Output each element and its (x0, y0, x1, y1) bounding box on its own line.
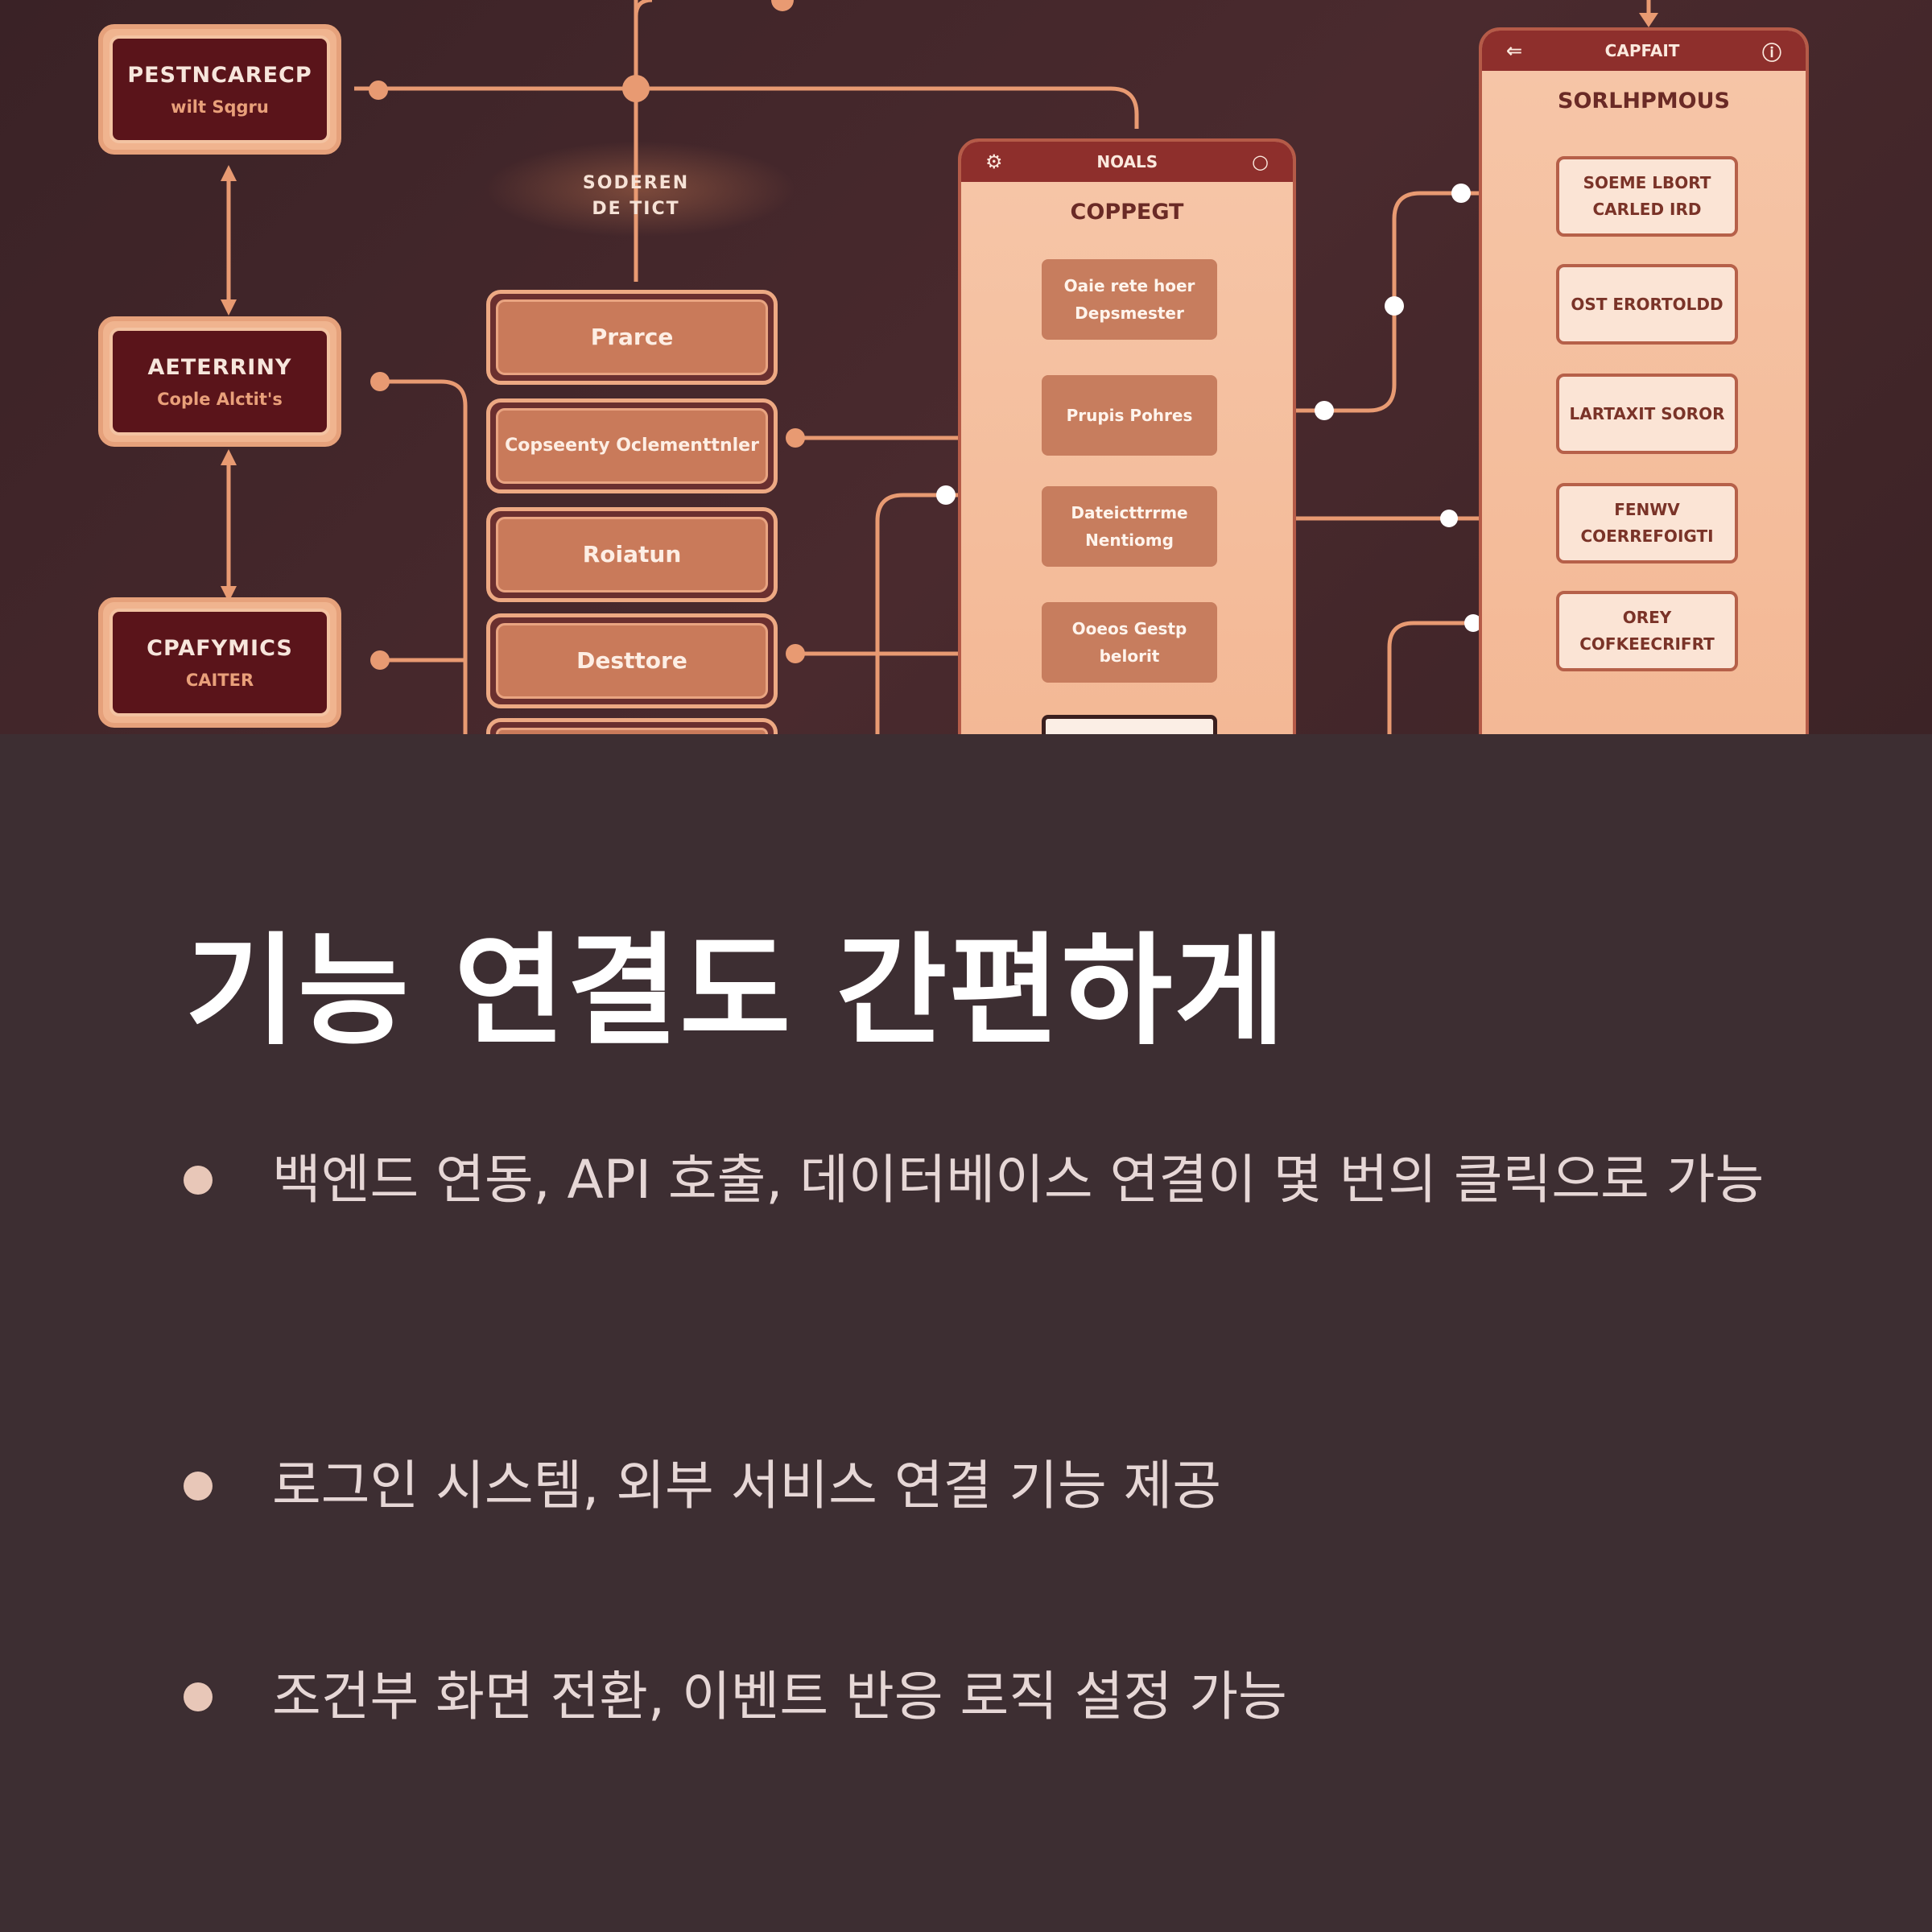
process-node-label: Desttore (496, 623, 768, 699)
circle-icon: ○ (1252, 151, 1269, 173)
bullet-dot (184, 1682, 213, 1711)
bullet-dot (184, 1166, 213, 1195)
phone-button[interactable]: Prupis Pohres (1042, 375, 1217, 456)
arrow-down-head (1639, 13, 1658, 27)
left-node: PESTNCARECP wilt Sqgru (98, 24, 341, 155)
process-node: Prarce (486, 290, 778, 385)
page-title: 기능 연결도 간편하게 (185, 922, 1287, 1062)
phone-header-title: NOALS (1096, 152, 1158, 171)
phone-button[interactable]: LARTAXIT SOROR (1556, 374, 1738, 454)
glow-label-line: DE TICT (592, 199, 680, 219)
phone-button[interactable]: OST ERORTOLDD (1556, 264, 1738, 345)
junction-node (1315, 401, 1334, 420)
feature-description: 기능 연결도 간편하게 백엔드 연동, API 호출, 데이터베이스 연결이 몇… (0, 734, 1932, 1932)
left-node-subtitle: CAITER (185, 670, 254, 690)
junction-node (786, 644, 805, 663)
connector-line (634, 0, 653, 17)
junction-node (622, 75, 650, 102)
arrow-up-head (221, 449, 237, 465)
phone-header-title: CAPFAIT (1604, 41, 1680, 60)
junction-node (786, 428, 805, 448)
process-node: Desttore (486, 613, 778, 708)
junction-node (369, 80, 388, 100)
settings-icon: ⚙ (985, 151, 1003, 173)
bullet-text: 로그인 시스템, 외부 서비스 연결 기능 제공 (272, 1455, 1222, 1517)
phone-button[interactable]: Ooeos Gestp belorit (1042, 602, 1217, 683)
info-icon: ⓘ (1761, 41, 1781, 64)
left-node-inner: PESTNCARECP wilt Sqgru (109, 35, 330, 143)
bullet-dot (184, 1472, 213, 1501)
phone-screen-right: ⇐ CAPFAIT ⓘ SORLHPMOUS SOEME LBORT CARLE… (1479, 27, 1809, 734)
junction-node (370, 650, 390, 670)
phone-header: ⇐ CAPFAIT ⓘ (1482, 31, 1806, 71)
left-node-inner: AETERRINY Cople Alctit's (109, 328, 330, 436)
glow-highlight (483, 141, 797, 237)
phone-header: ⚙ NOALS ○ (961, 142, 1293, 182)
arrow-up-head (221, 165, 237, 181)
junction-node (370, 372, 390, 391)
bullet-text: 조건부 화면 전환, 이벤트 반응 로직 설정 가능 (272, 1666, 1287, 1728)
process-node-partial (486, 718, 778, 734)
process-node-label (496, 728, 768, 734)
connector-line (380, 379, 468, 734)
junction-node (936, 485, 956, 505)
phone-button-partial[interactable] (1042, 715, 1217, 734)
left-node-title: CPAFYMICS (147, 635, 293, 661)
process-node: Roiatun (486, 507, 778, 602)
left-node: CPAFYMICS CAITER (98, 597, 341, 728)
left-node-title: PESTNCARECP (127, 62, 312, 88)
phone-button[interactable]: Oaie rete hoer Depsmester (1042, 259, 1217, 340)
connector-line (354, 86, 1139, 129)
phone-title: COPPEGT (1070, 200, 1184, 225)
phone-title: SORLHPMOUS (1558, 89, 1730, 114)
back-arrow-icon: ⇐ (1506, 39, 1523, 62)
arrow-down-head (221, 586, 237, 602)
glow-label: SODEREN DE TICT (515, 171, 757, 222)
phone-button[interactable]: Dateicttrrme Nentiomg (1042, 486, 1217, 567)
process-node-label: Prarce (496, 299, 768, 375)
left-node-title: AETERRINY (147, 354, 292, 380)
phone-screen-left: ⚙ NOALS ○ COPPEGT Oaie rete hoer Depsmes… (958, 138, 1296, 734)
process-node-label: Copseenty Oclementtnler (496, 408, 768, 484)
junction-node (771, 0, 794, 11)
bullet-text: 백엔드 연동, API 호출, 데이터베이스 연결이 몇 번의 클릭으로 가능 (272, 1149, 1765, 1211)
junction-node (1451, 184, 1471, 203)
process-node: Copseenty Oclementtnler (486, 398, 778, 493)
glow-label-line: SODEREN (582, 173, 690, 193)
left-node-subtitle: wilt Sqgru (171, 97, 269, 117)
junction-node (1385, 296, 1404, 316)
phone-button[interactable]: FENWV COERREFOIGTI (1556, 483, 1738, 564)
junction-node (1464, 614, 1482, 632)
left-node: AETERRINY Cople Alctit's (98, 316, 341, 447)
left-node-subtitle: Cople Alctit's (157, 389, 283, 409)
arrow-down-head (221, 299, 237, 316)
connector-line (875, 493, 992, 734)
connector-line (1387, 621, 1521, 734)
phone-button[interactable]: OREY COFKEECRIFRT (1556, 591, 1738, 671)
process-node-label: Roiatun (496, 517, 768, 592)
left-node-inner: CPAFYMICS CAITER (109, 609, 330, 716)
phone-button[interactable]: SOEME LBORT CARLED IRD (1556, 156, 1738, 237)
junction-node (1440, 510, 1458, 527)
connection-diagram-illustration: SODEREN DE TICT PESTNCARECP wilt Sqgru A… (0, 0, 1932, 734)
